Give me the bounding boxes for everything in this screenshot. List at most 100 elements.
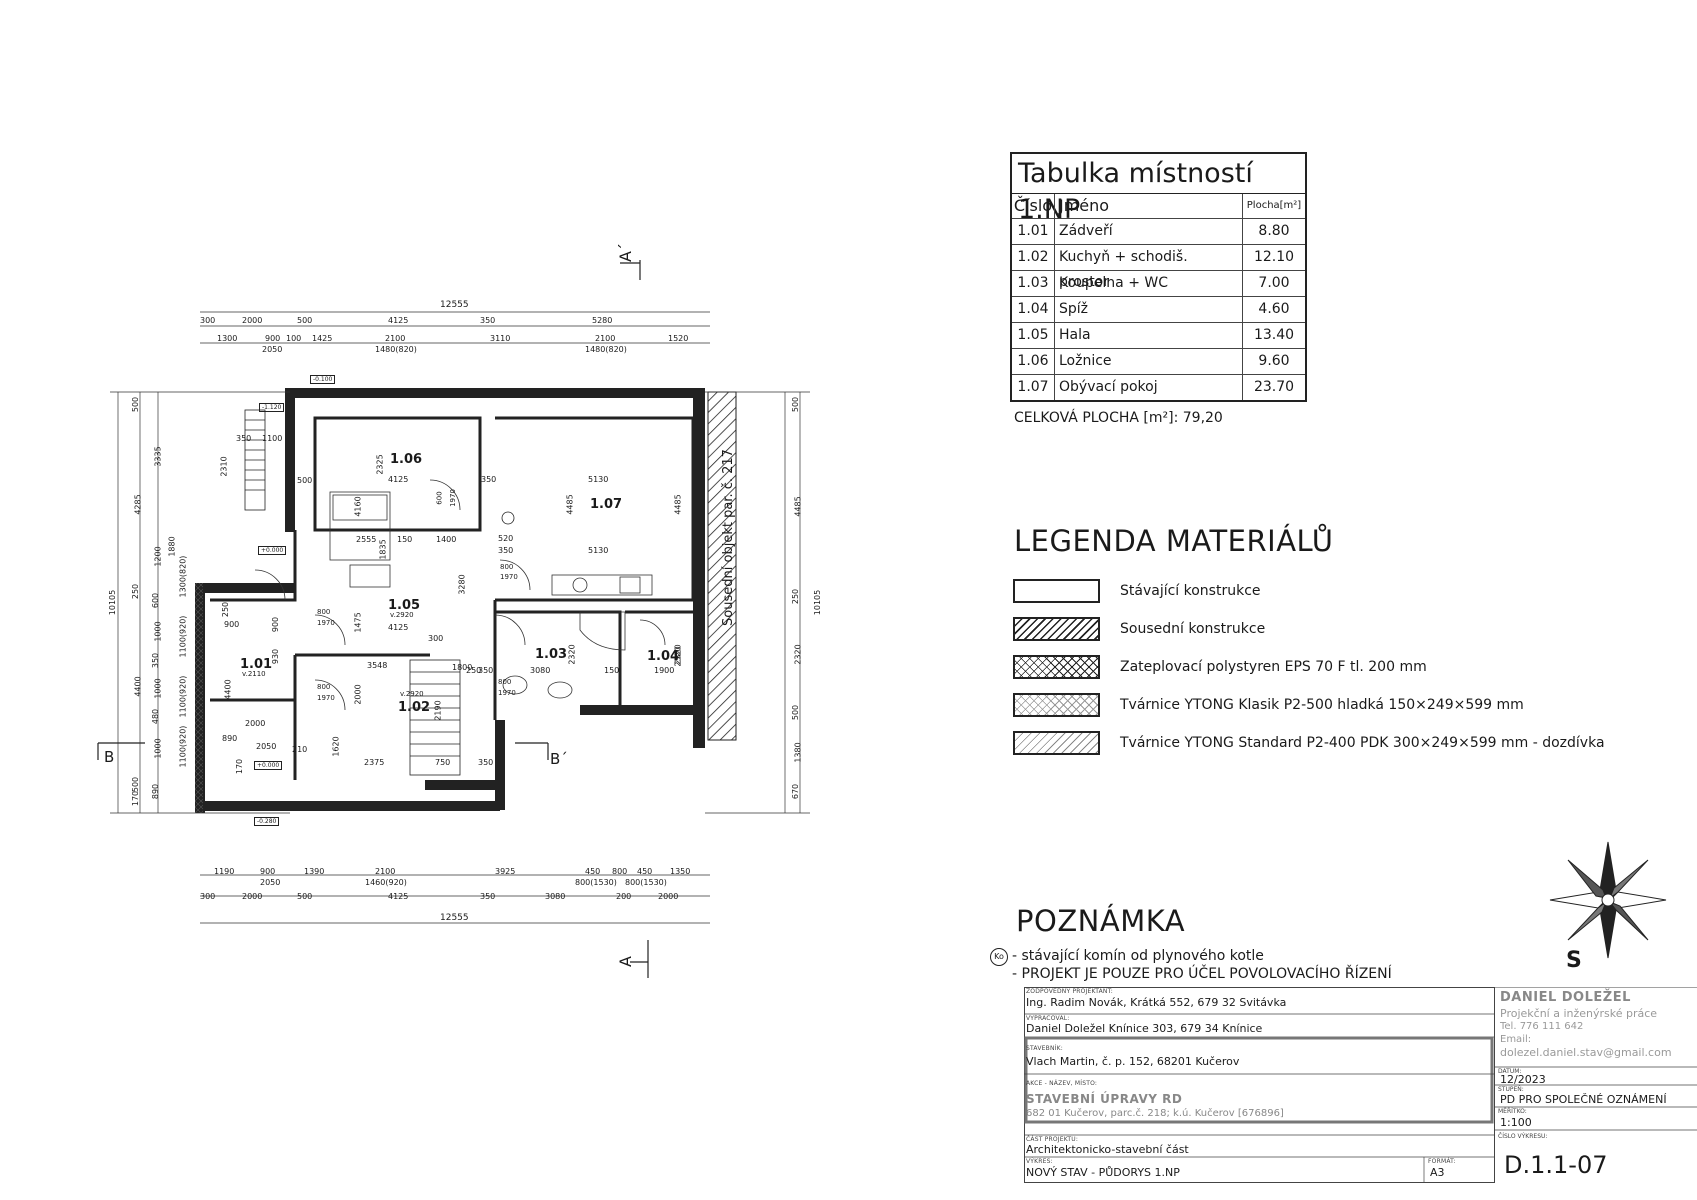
dim-text: 2325 [375,454,385,475]
dim-text: 300 [200,316,216,325]
dim-text: 750 [435,758,451,767]
door-label: 800 [498,678,512,686]
dim-text: 1460(920) [365,878,407,887]
table-row: 1.03 Koupelna + WC 7.00 [1012,271,1305,297]
inner-dimensions: 2310 350 1100 2325 500 4125 4160 2555 15… [0,0,683,774]
header-area: Plocha[m²] [1246,200,1302,211]
room-number: 1.03 [1012,271,1055,296]
scale-value: 1:100 [1500,1116,1532,1129]
table-row: 1.04 Spíž 4.60 [1012,297,1305,323]
swatch-neighbor [1013,617,1100,641]
dim-text: 3280 [457,574,467,595]
dim-bottom-row2: 300 2000 500 4125 350 3080 200 2000 [200,892,710,903]
dim-text: 2320 [567,644,577,665]
dim-text: 150 [604,666,620,675]
dim-text: 3080 [545,892,566,901]
room-table-header: Číslo Jméno Plocha[m²] [1012,194,1305,219]
dim-text: 890 [222,734,238,743]
dim-text: 1100(920) [178,615,188,658]
action-title: STAVEBNÍ ÚPRAVY RD [1026,1092,1183,1106]
room-label-1-05: 1.05 [388,598,421,613]
dim-right-row: 500 4485 250 2320 500 1380 670 [788,392,803,812]
level-labels: +0.000 -1.120 +0.000 -0.280 -0.100 [0,0,336,826]
dim-text: 800(1530) [625,878,667,887]
prepared-value: Daniel Doležel Knínice 303, 679 34 Kníni… [1026,1022,1263,1035]
door-labels: 800 1970 800 1970 800 1970 800 1970 600 … [0,0,518,702]
room-number: 1.02 [1012,245,1055,270]
dim-text: 2000 [242,316,263,325]
room-name: Hala [1055,323,1243,348]
room-table: Tabulka místností 1.NP Číslo Jméno Ploch… [1010,152,1307,402]
header-number: Číslo [1012,194,1055,218]
legend-item: Tvárnice YTONG Klasik P2-500 hladká 150×… [1013,693,1524,717]
dim-text: 1900 [654,666,675,675]
dim-text: 900 [224,620,240,629]
legend-label: Tvárnice YTONG Klasik P2-500 hladká 150×… [1120,697,1524,713]
swatch-ytong-standard [1013,731,1100,755]
dim-text: 930 [271,648,281,665]
door-label: 600 [435,491,444,505]
legend-title: LEGENDA MATERIÁLŮ [1014,524,1334,558]
compass-label: S [1566,948,1582,973]
dim-text: 900 [271,616,281,633]
dim-text: 1800 [452,663,473,672]
table-row: 1.01 Zádveří 8.80 [1012,219,1305,245]
sheet-label: ČÍSLO VÝKRESU: [1498,1133,1548,1140]
note-title: POZNÁMKA [1016,904,1186,938]
dim-top-row1: 300 2000 500 4125 350 5280 [200,316,710,327]
note-line: - PROJEKT JE POUZE PRO ÚČEL POVOLOVACÍHO… [1012,966,1392,982]
legend-item: Tvárnice YTONG Standard P2-400 PDK 300×2… [1013,731,1605,755]
dim-text: 250 [221,601,231,618]
dim-text: 2000 [658,892,679,901]
level-label: -0.280 [254,817,280,826]
dim-text: 250 [131,583,141,600]
dim-text: 4285 [133,494,143,515]
room-area: 8.80 [1258,223,1290,239]
room-number: 1.05 [1012,323,1055,348]
dim-text: 350 [478,666,494,675]
room-number: 1.06 [1012,349,1055,374]
room-area: 23.70 [1253,379,1295,395]
dim-text: 890 [151,783,161,800]
dim-text: 350 [481,475,497,484]
door-label: 1970 [448,489,457,507]
dim-text: 2000 [245,719,266,728]
client-label: STAVEBNÍK: [1026,1045,1063,1052]
note-line: - stávající komín od plynového kotle [1012,948,1264,964]
dim-bottom-row1b: 2050 1460(920) 800(1530) 800(1530) [200,878,710,889]
stage-label: STUPEŇ: [1498,1086,1524,1093]
dim-text: 2050 [260,878,281,887]
furniture [329,491,653,699]
swatch-existing [1013,579,1100,603]
room-number: 1.07 [1012,375,1055,400]
dim-text: 200 [616,892,632,901]
dim-text: 4125 [388,623,409,632]
dim-text: 5130 [588,546,609,555]
dim-text: 450 [637,867,653,876]
dim-text: 3110 [490,334,511,343]
drawing-value: NOVÝ STAV - PŮDORYS 1.NP [1026,1166,1180,1179]
legend-label: Stávající konstrukce [1120,583,1261,599]
room-label-1-04: 1.04 [647,649,680,664]
dim-text: 170 [131,790,141,807]
dim-text: 2320 [793,644,803,665]
dim-text: 450 [585,867,601,876]
table-row: 1.07 Obývací pokoj 23.70 [1012,375,1305,400]
section-mark-a-prime: A´ [615,243,635,262]
scale-label: MĚŘÍTKO: [1498,1108,1527,1115]
stage-value: PD PRO SPOLEČNÉ OZNÁMENÍ [1500,1093,1667,1106]
dim-bottom-row1: 1190 900 1390 2100 3925 450 800 450 1350 [200,867,710,878]
dim-text: 900 [260,867,276,876]
door-label: 800 [317,608,331,616]
dim-text: 900 [265,334,281,343]
dim-text: 500 [791,396,801,413]
dim-text: 1380 [793,742,803,763]
legend-label: Sousední konstrukce [1120,621,1266,637]
total-area: CELKOVÁ PLOCHA [m²]: 79,20 [1014,410,1223,426]
dim-text: 500 [131,776,141,793]
company-name: DANIEL DOLEŽEL [1500,990,1631,1005]
room-label-1-02: 1.02 [398,700,431,715]
drawing-label: VÝKRES: [1026,1158,1053,1165]
dim-text: 1100(920) [178,675,188,718]
dim-text: 500 [297,892,313,901]
